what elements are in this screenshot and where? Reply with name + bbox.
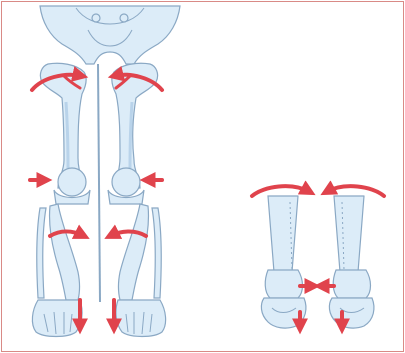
rotation-arrow: [326, 186, 384, 196]
heel-icon: [329, 298, 374, 328]
knee-icon: [108, 168, 144, 204]
knee-icon: [54, 168, 90, 204]
legs-front-view: [30, 6, 180, 337]
tibia-icon: [119, 204, 162, 300]
tibia-icon: [334, 196, 364, 272]
center-line: [98, 64, 100, 302]
ankle-icon: [333, 270, 370, 298]
foot-icon: [116, 300, 166, 337]
ankles-rear-view: [252, 186, 384, 328]
rotation-arrow: [252, 186, 310, 196]
foot-icon: [32, 300, 82, 337]
shin-rotation-arrow: [110, 232, 146, 237]
ankle-icon: [265, 270, 302, 298]
pelvis-icon: [40, 6, 180, 64]
femur-icon: [40, 63, 86, 188]
tibia-icon: [37, 204, 80, 300]
tibia-icon: [268, 196, 298, 272]
